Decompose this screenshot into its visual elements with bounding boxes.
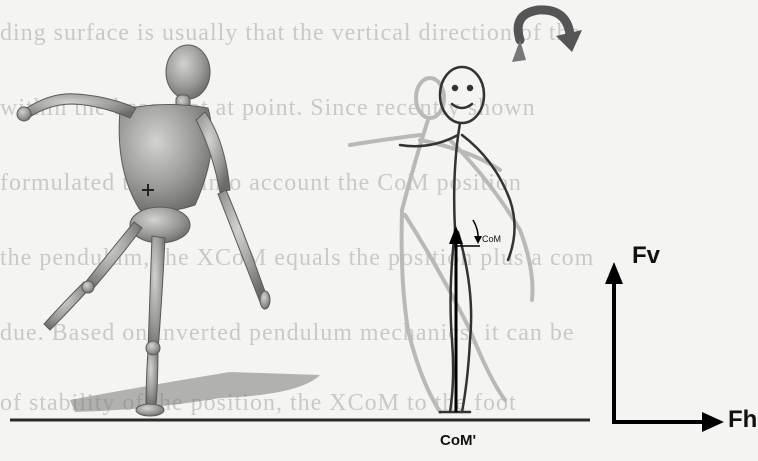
force-axes <box>605 262 724 432</box>
com-label: CoM' <box>440 432 476 449</box>
small-com-label: CoM <box>482 234 501 244</box>
mannequin-shadow <box>70 372 320 412</box>
fv-label: Fv <box>632 242 660 270</box>
rotation-arrow-icon <box>512 10 582 62</box>
mannequin-figure <box>17 45 270 416</box>
fh-arrowhead-icon <box>702 412 724 432</box>
fv-arrowhead-icon <box>605 262 623 284</box>
fh-label: Fh <box>728 406 757 434</box>
stick-figure-ghosts <box>350 78 533 412</box>
